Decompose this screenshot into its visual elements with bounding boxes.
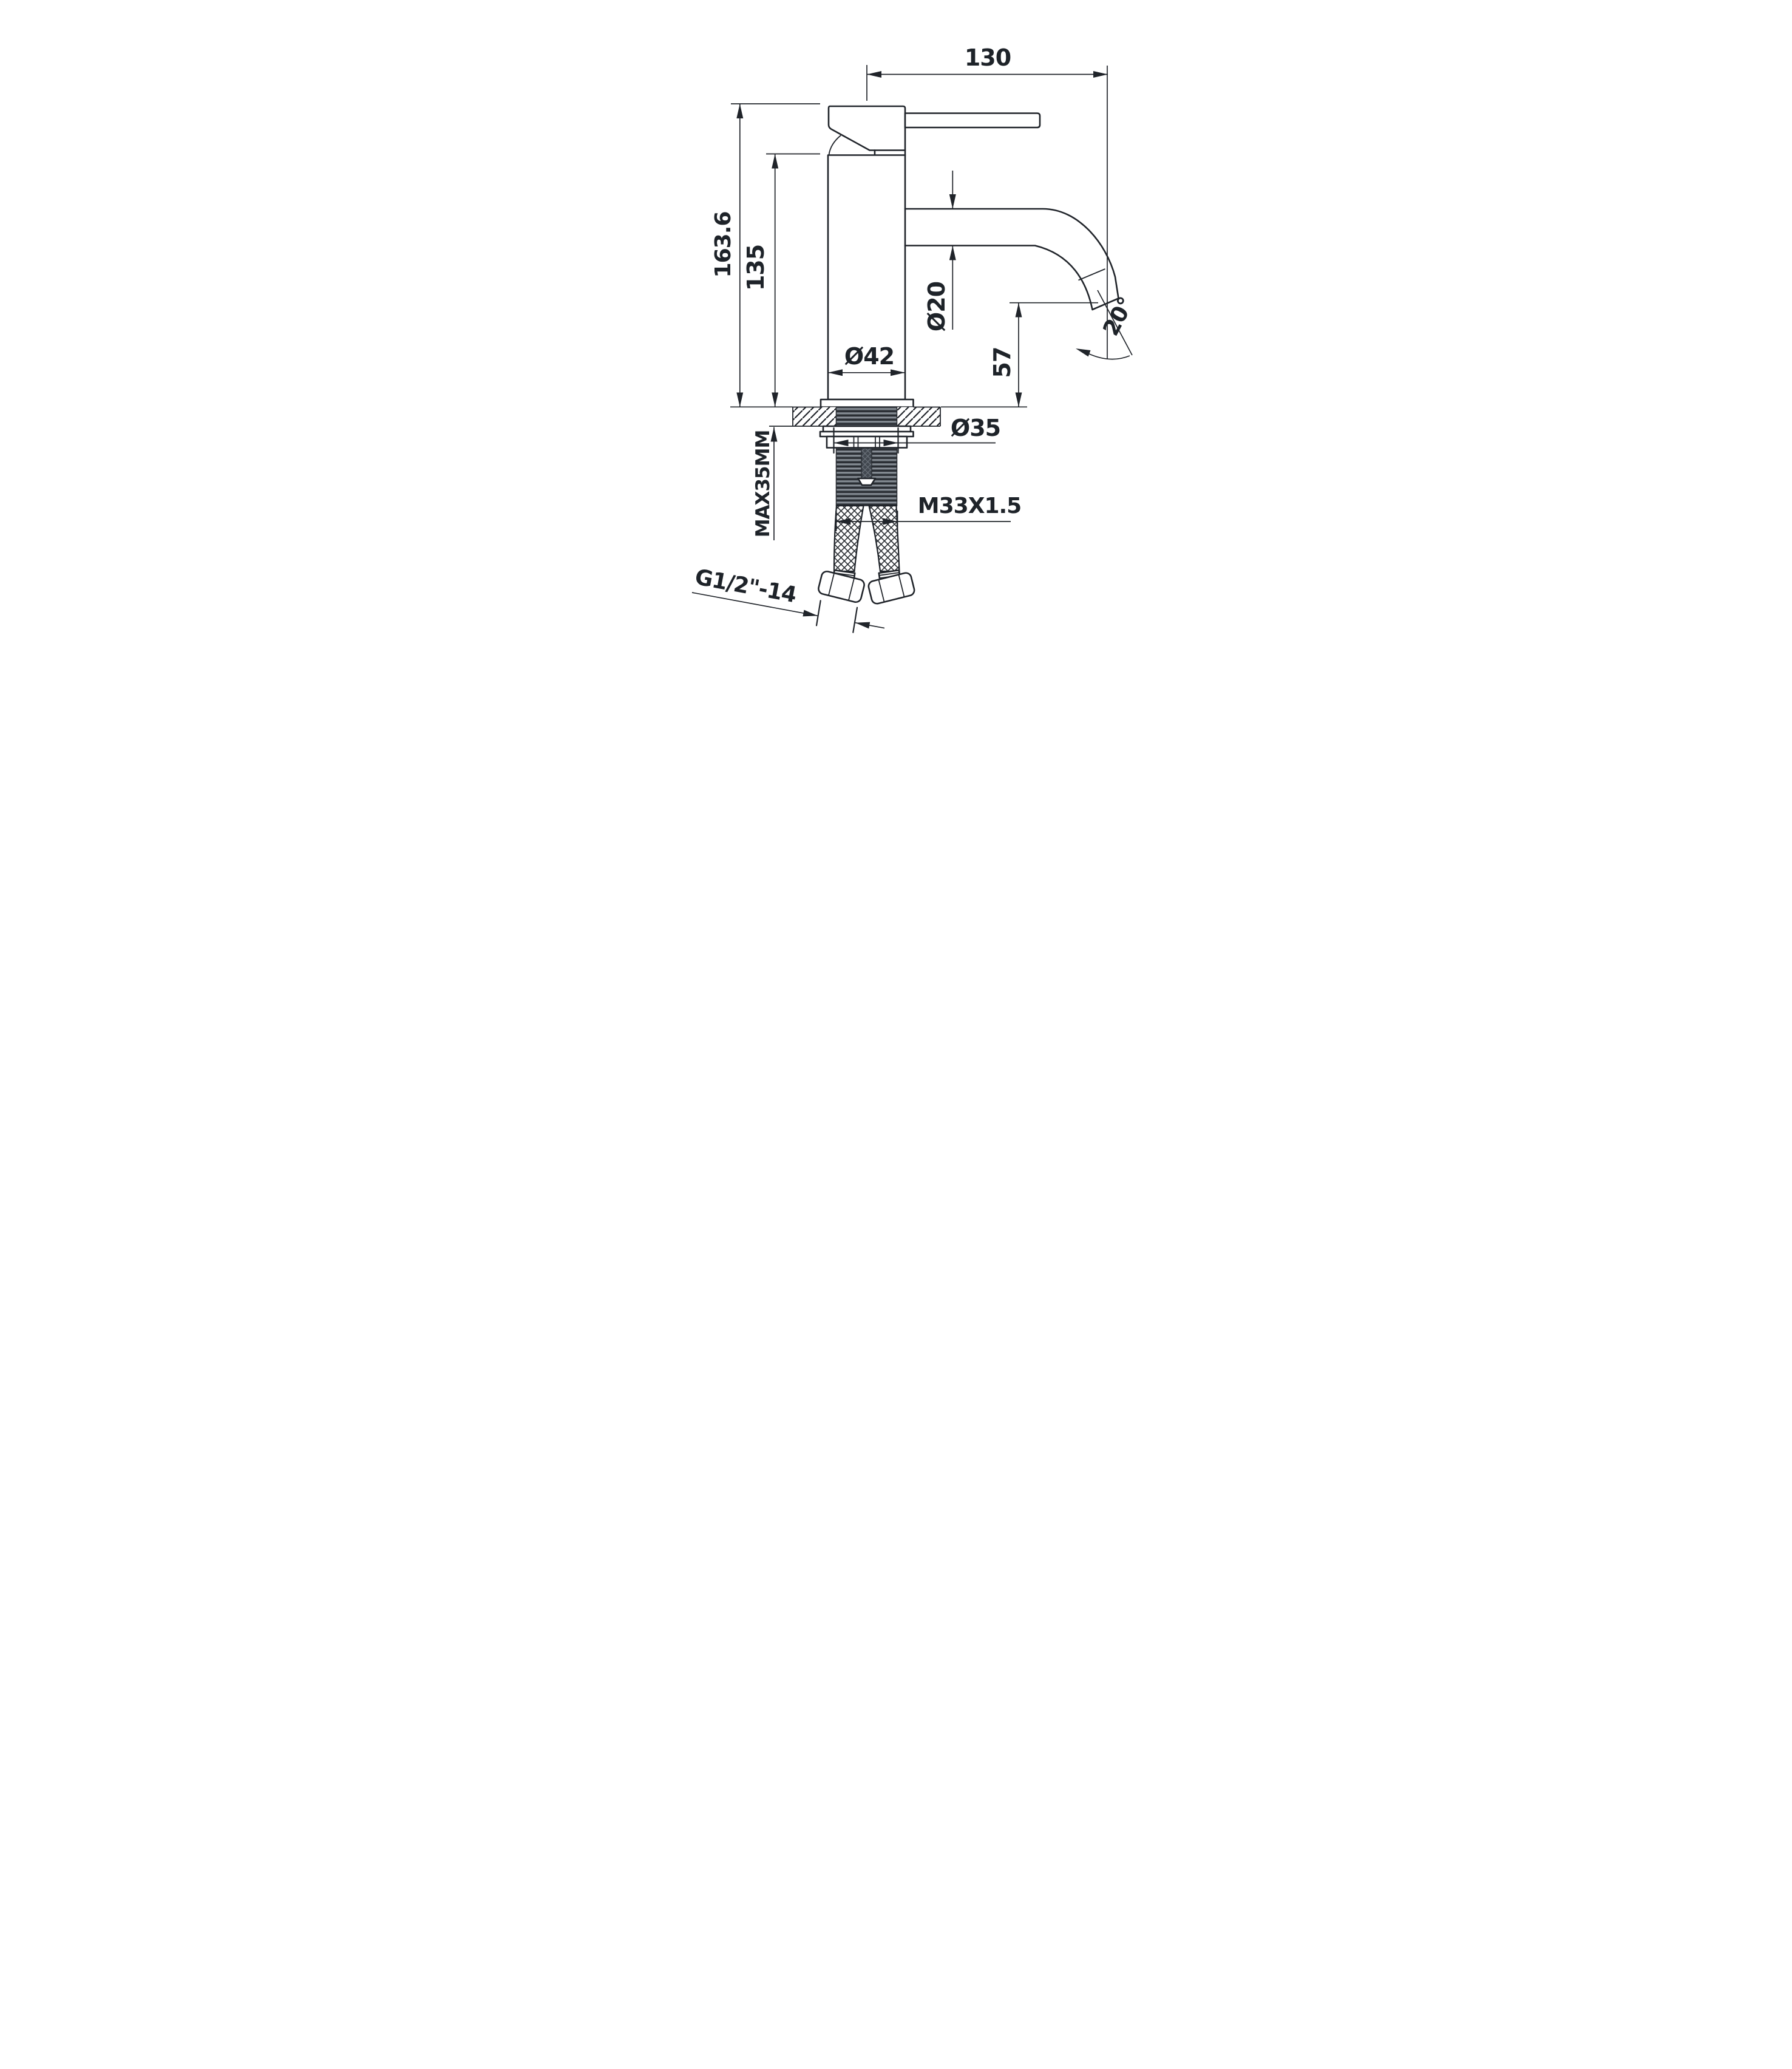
dimensions: 130 163.6 135 Ø20 Ø42 xyxy=(691,44,1139,633)
technical-drawing-sheet: 130 163.6 135 Ø20 Ø42 xyxy=(597,0,1195,690)
dim-outlet-height: 57 xyxy=(941,302,1098,408)
deck-hatch-right xyxy=(897,407,940,426)
dim-spout-angle-label: 20° xyxy=(1098,293,1139,340)
dim-reach: 130 xyxy=(866,44,1108,359)
lever-handle xyxy=(904,112,1041,129)
dim-spout-od: Ø20 xyxy=(923,171,956,331)
dim-max-deck-thickness: MAX35MM xyxy=(752,426,793,540)
mounting-nut-facets xyxy=(853,437,880,448)
deck-hole-right-arrowhead xyxy=(883,440,898,446)
hose-left xyxy=(833,505,864,572)
dim-body-od-label: Ø42 xyxy=(844,343,894,370)
mixer-head xyxy=(827,105,906,151)
dim-body-height: 135 xyxy=(742,153,820,407)
faucet-outline xyxy=(792,105,1119,605)
deck-section xyxy=(792,406,941,427)
dim-spout-od-label: Ø20 xyxy=(923,282,950,331)
base-flange xyxy=(820,398,914,408)
dim-shank-thread-label: M33X1.5 xyxy=(918,494,1021,518)
dim-max-deck-thickness-label: MAX35MM xyxy=(752,430,774,538)
mounting-nut xyxy=(826,435,908,449)
aerator-joint-line xyxy=(1078,268,1105,281)
dim-total-height: 163.6 xyxy=(711,103,820,408)
dim-shank-thread: M33X1.5 xyxy=(835,494,1022,532)
dim-total-height-label: 163.6 xyxy=(711,212,736,278)
faucet-dimension-drawing: 130 163.6 135 Ø20 Ø42 xyxy=(691,44,1139,633)
spout xyxy=(904,208,1119,311)
hose-nut-left xyxy=(818,570,865,603)
dim-reach-label: 130 xyxy=(965,44,1011,71)
deck-hatch-left xyxy=(793,407,837,426)
dim-body-od: Ø42 xyxy=(828,343,905,376)
head-body-seam xyxy=(874,149,906,156)
dim-deck-hole-label: Ø35 xyxy=(951,415,1000,441)
hose-nut-right xyxy=(867,572,915,605)
shank-thread-right-arrowhead xyxy=(883,518,898,525)
hose-right xyxy=(868,505,900,572)
dim-deck-hole: Ø35 xyxy=(833,415,1001,454)
dim-hose-thread-label: G1/2"-14 xyxy=(693,565,798,608)
deck-edges xyxy=(792,406,941,427)
dim-body-height-label: 135 xyxy=(742,245,769,291)
pull-rod-tip xyxy=(857,477,877,486)
head-neck-curve xyxy=(828,135,841,155)
dim-outlet-height-label: 57 xyxy=(989,347,1016,378)
faucet-body xyxy=(827,154,906,401)
angle-arc-arrowhead xyxy=(1076,348,1091,357)
